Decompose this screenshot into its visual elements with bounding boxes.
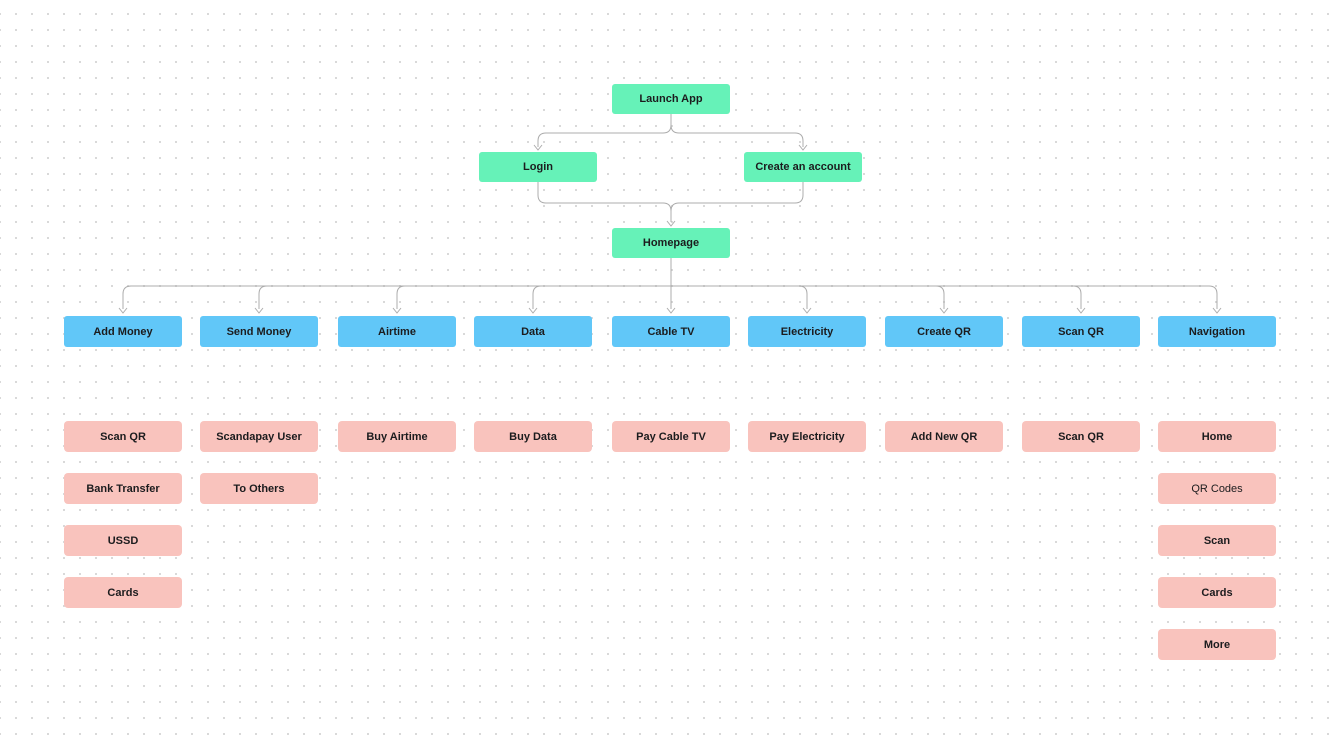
subnode-add-money-scan-qr[interactable]: Scan QR [64, 421, 182, 452]
subnode-navigation-home[interactable]: Home [1158, 421, 1276, 452]
subnode-airtime-buy-airtime[interactable]: Buy Airtime [338, 421, 456, 452]
subnode-navigation-qr-codes[interactable]: QR Codes [1158, 473, 1276, 504]
subnode-electricity-pay-electricity[interactable]: Pay Electricity [748, 421, 866, 452]
subnode-navigation-cards[interactable]: Cards [1158, 577, 1276, 608]
node-cable-tv[interactable]: Cable TV [612, 316, 730, 347]
node-send-money[interactable]: Send Money [200, 316, 318, 347]
subnode-add-money-bank-transfer[interactable]: Bank Transfer [64, 473, 182, 504]
node-add-money[interactable]: Add Money [64, 316, 182, 347]
node-launch-app[interactable]: Launch App [612, 84, 730, 114]
subnode-add-money-cards[interactable]: Cards [64, 577, 182, 608]
node-electricity[interactable]: Electricity [748, 316, 866, 347]
subnode-navigation-more[interactable]: More [1158, 629, 1276, 660]
subnode-add-money-ussd[interactable]: USSD [64, 525, 182, 556]
node-create-an-account[interactable]: Create an account [744, 152, 862, 182]
node-homepage[interactable]: Homepage [612, 228, 730, 258]
node-airtime[interactable]: Airtime [338, 316, 456, 347]
subnode-cable-tv-pay-cable-tv[interactable]: Pay Cable TV [612, 421, 730, 452]
subnode-create-qr-add-new-qr[interactable]: Add New QR [885, 421, 1003, 452]
subnode-data-buy-data[interactable]: Buy Data [474, 421, 592, 452]
subnode-send-money-scandapay-user[interactable]: Scandapay User [200, 421, 318, 452]
node-data[interactable]: Data [474, 316, 592, 347]
subnode-scan-qr-scan-qr[interactable]: Scan QR [1022, 421, 1140, 452]
node-navigation[interactable]: Navigation [1158, 316, 1276, 347]
subnode-navigation-scan[interactable]: Scan [1158, 525, 1276, 556]
node-create-qr[interactable]: Create QR [885, 316, 1003, 347]
node-scan-qr[interactable]: Scan QR [1022, 316, 1140, 347]
node-login[interactable]: Login [479, 152, 597, 182]
subnode-send-money-to-others[interactable]: To Others [200, 473, 318, 504]
